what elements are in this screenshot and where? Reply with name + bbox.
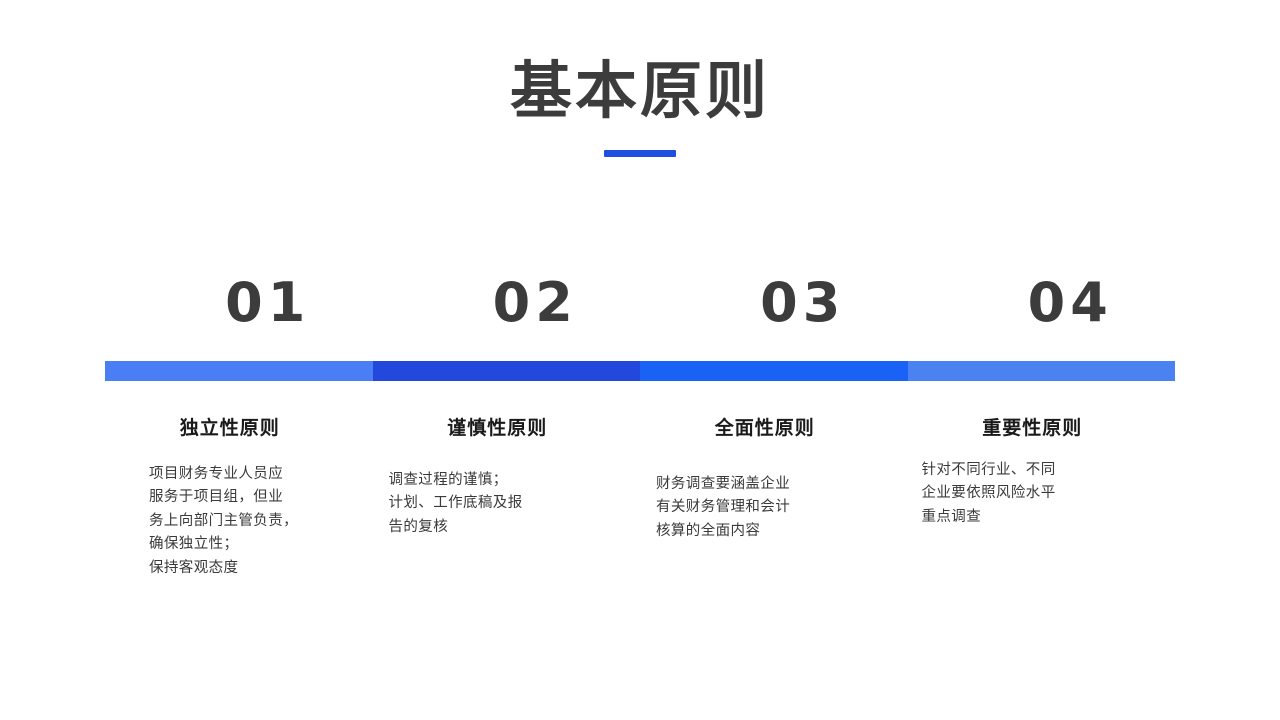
content-column-2: 谨慎性原则 调查过程的谨慎； 计划、工作底稿及报 告的复核 [373, 416, 641, 580]
step-number-04: 04 [1027, 271, 1113, 334]
column-body-3: 财务调查要涵盖企业 有关财务管理和会计 核算的全面内容 [656, 475, 791, 539]
step-number-cell-1: 01 [105, 276, 373, 330]
column-heading-2: 谨慎性原则 [447, 417, 548, 439]
step-number-cell-2: 02 [373, 276, 641, 330]
column-body-4: 针对不同行业、不同 企业要依照风险水平 重点调查 [921, 461, 1056, 525]
step-number-cell-3: 03 [640, 276, 908, 330]
column-body-1: 项目财务专业人员应 服务于项目组，但业 务上向部门主管负责， 确保独立性； 保持… [149, 465, 298, 576]
timeline-segment-2 [372, 361, 640, 381]
step-number-02: 02 [492, 271, 578, 334]
step-numbers-row: 01 02 03 04 [105, 276, 1175, 330]
content-column-3: 全面性原则 财务调查要涵盖企业 有关财务管理和会计 核算的全面内容 [640, 416, 908, 580]
title-accent-bar [604, 150, 676, 158]
content-columns: 独立性原则 项目财务专业人员应 服务于项目组，但业 务上向部门主管负责， 确保独… [105, 416, 1175, 580]
content-column-4: 重要性原则 针对不同行业、不同 企业要依照风险水平 重点调查 [908, 416, 1176, 580]
column-heading-1: 独立性原则 [179, 417, 280, 439]
column-heading-3: 全面性原则 [714, 417, 815, 439]
page-title: 基本原则 [509, 54, 770, 127]
timeline-segment-4 [907, 361, 1175, 381]
timeline-bar [105, 361, 1175, 381]
title-block: 基本原则 [0, 54, 1280, 158]
column-heading-4: 重要性原则 [982, 417, 1083, 439]
content-column-1: 独立性原则 项目财务专业人员应 服务于项目组，但业 务上向部门主管负责， 确保独… [105, 416, 373, 580]
step-number-cell-4: 04 [908, 276, 1176, 330]
step-number-01: 01 [225, 271, 311, 334]
timeline-segment-3 [640, 361, 908, 381]
timeline-segment-1 [105, 361, 373, 381]
step-number-03: 03 [760, 271, 846, 334]
column-body-2: 调查过程的谨慎； 计划、工作底稿及报 告的复核 [388, 471, 523, 535]
